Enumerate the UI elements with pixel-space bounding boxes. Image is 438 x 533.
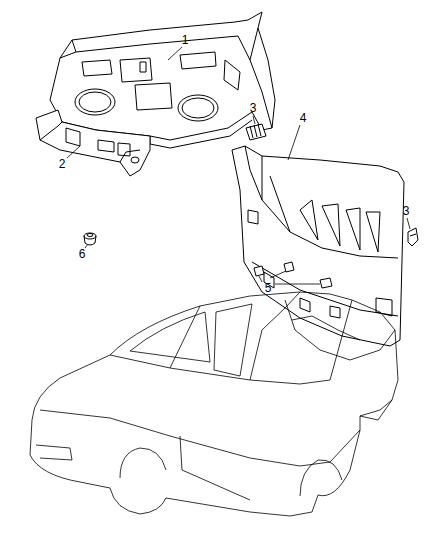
callout-number: 2: [59, 158, 66, 170]
callout-number: 3: [250, 102, 257, 114]
callout-number: 6: [79, 248, 86, 260]
leader-lines: [67, 47, 410, 284]
clip: [246, 124, 266, 140]
callout-number: 5: [265, 282, 272, 294]
vehicle-outline: [30, 292, 398, 516]
plug: [84, 233, 96, 245]
rear-panel-trim: [232, 146, 404, 346]
callout-number: 1: [182, 34, 189, 46]
callout-number: 3: [403, 205, 410, 217]
rear-lower-panel: [36, 110, 150, 176]
callout-number: 4: [300, 112, 307, 124]
clip: [408, 228, 418, 246]
